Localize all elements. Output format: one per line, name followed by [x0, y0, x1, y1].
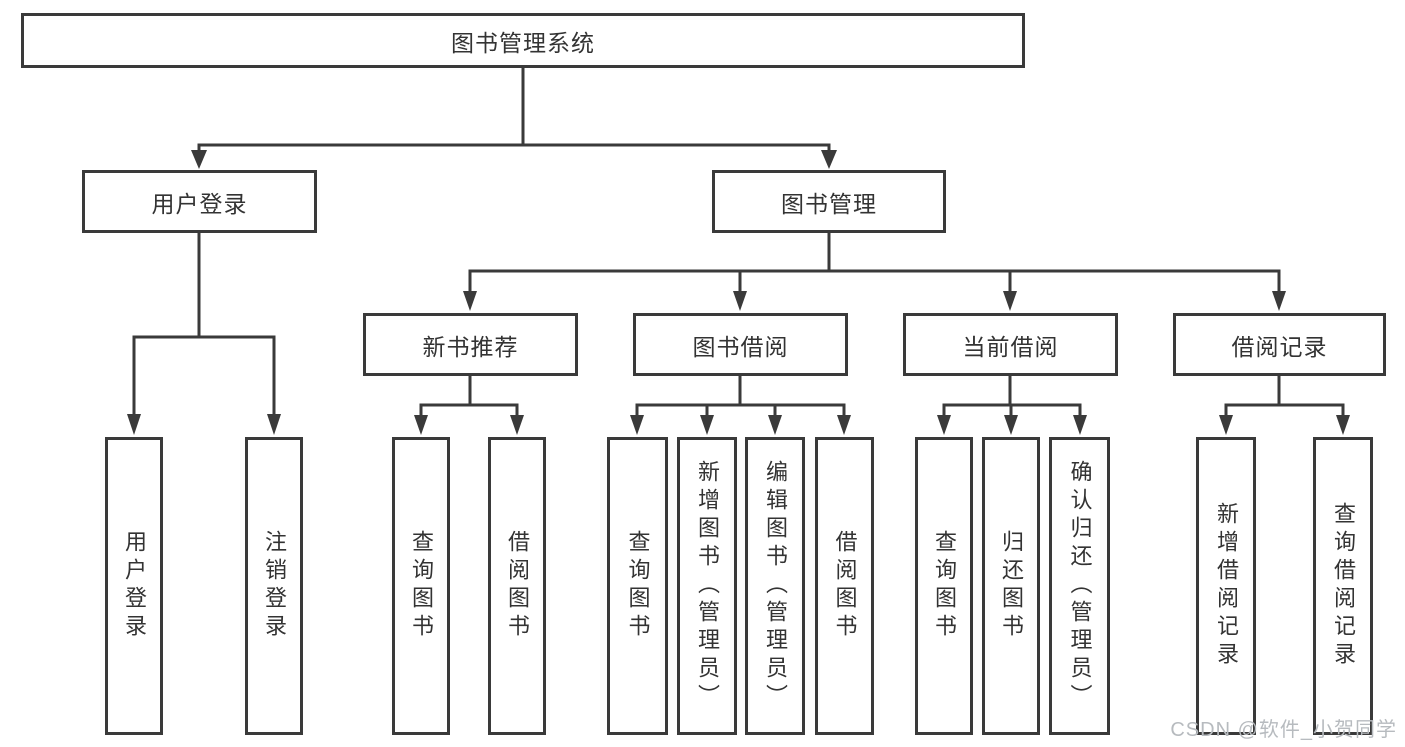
node-user-login: 用户登录 — [82, 170, 317, 233]
leaf-borrow-books-recommend: 借阅图书 — [488, 437, 546, 735]
leaf-query-books-borrow: 查询图书 — [607, 437, 668, 735]
node-current-borrow: 当前借阅 — [903, 313, 1118, 376]
node-new-book-recommend: 新书推荐 — [363, 313, 578, 376]
leaf-confirm-return-admin: 确认归还（管理员） — [1049, 437, 1110, 735]
csdn-watermark: CSDN @软件_小贺同学 — [1170, 719, 1397, 741]
leaf-query-borrow-record: 查询借阅记录 — [1313, 437, 1373, 735]
node-book-borrow: 图书借阅 — [633, 313, 848, 376]
leaf-query-books-current: 查询图书 — [915, 437, 973, 735]
leaf-query-books-recommend: 查询图书 — [392, 437, 450, 735]
leaf-add-books-admin: 新增图书（管理员） — [677, 437, 737, 735]
leaf-return-books: 归还图书 — [982, 437, 1040, 735]
leaf-edit-books-admin: 编辑图书（管理员） — [745, 437, 805, 735]
node-root-library-system: 图书管理系统 — [21, 13, 1025, 68]
leaf-user-login: 用户登录 — [105, 437, 163, 735]
node-book-management: 图书管理 — [712, 170, 946, 233]
node-borrow-history: 借阅记录 — [1173, 313, 1386, 376]
leaf-borrow-books: 借阅图书 — [815, 437, 874, 735]
leaf-logout: 注销登录 — [245, 437, 303, 735]
leaf-add-borrow-record: 新增借阅记录 — [1196, 437, 1256, 735]
